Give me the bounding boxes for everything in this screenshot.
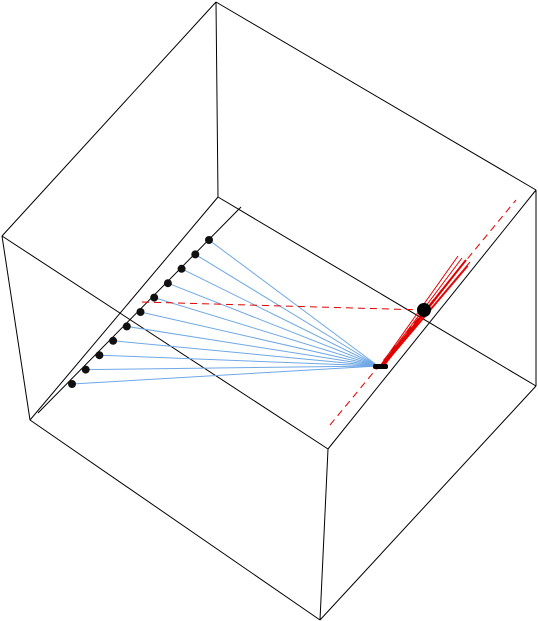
source-point [205, 236, 213, 244]
box-edge [29, 419, 321, 621]
ray [140, 311, 379, 367]
ray [181, 268, 379, 367]
ray [154, 297, 379, 367]
box-edge [215, 1, 219, 198]
source-point [68, 380, 76, 388]
box-edge [1, 235, 31, 421]
box-edge [215, 1, 537, 191]
source-point [122, 322, 131, 331]
ray-group [71, 239, 379, 385]
ray [208, 239, 379, 367]
ray [113, 340, 379, 367]
box-edge [319, 385, 537, 621]
ray [71, 365, 379, 385]
source-points-group [68, 236, 213, 388]
box-edge [217, 196, 537, 387]
source-point [191, 250, 200, 259]
ray [167, 282, 379, 367]
box-edge [327, 189, 537, 450]
ray [126, 325, 379, 367]
source-point [95, 351, 104, 360]
red-dashed-group [141, 199, 517, 426]
red-dashed-horizontal [141, 301, 425, 311]
box-edge [319, 448, 329, 621]
source-point [81, 365, 90, 374]
source-point [109, 336, 118, 345]
source-point [150, 293, 159, 302]
box-edge [1, 1, 217, 237]
box-edge [1, 235, 329, 450]
ray [85, 365, 379, 371]
convergence-marker [373, 364, 388, 369]
red-spoke [383, 267, 461, 367]
source-point [177, 264, 186, 273]
box-edge [29, 196, 219, 421]
ray [99, 354, 379, 367]
ray [195, 253, 379, 367]
source-point [136, 308, 145, 316]
source-point [163, 279, 172, 288]
focus-point [417, 303, 431, 317]
